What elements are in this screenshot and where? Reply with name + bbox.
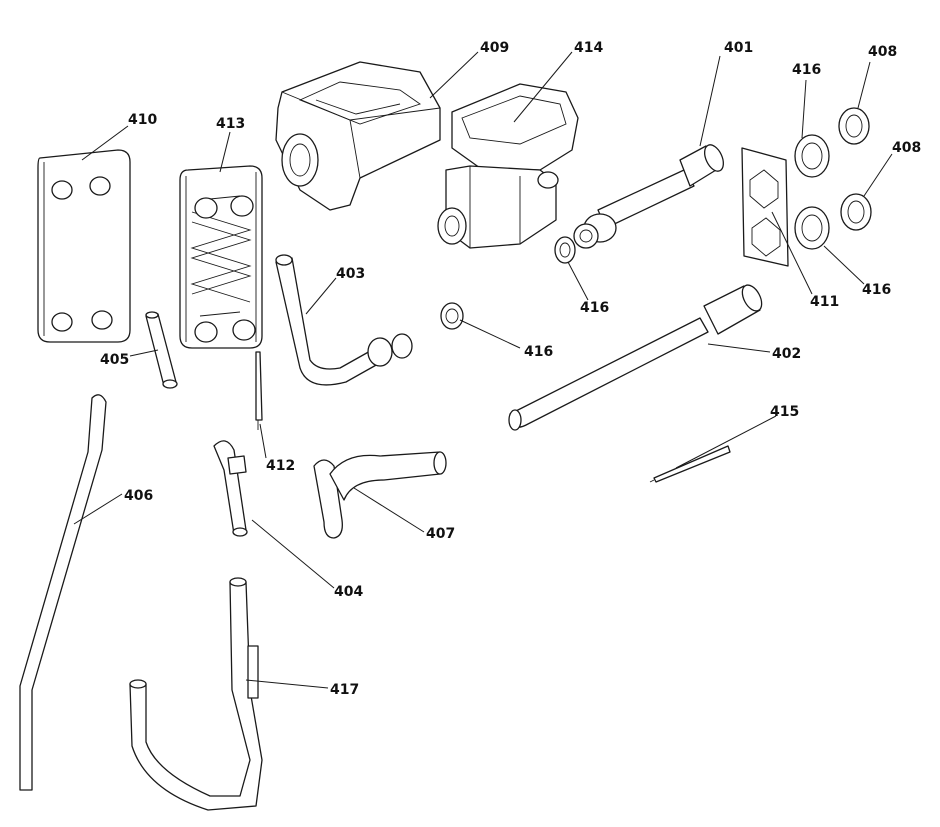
part-401-pipe-with-nut [573,144,725,249]
callout-417: 417 [330,682,359,698]
part-411-gasket-plate [741,147,789,267]
callout-401: 401 [724,40,753,56]
callout-416-right: 416 [862,282,891,298]
part-416-o-rings [440,134,830,330]
part-409-insulation-shell [275,61,441,211]
callout-408-upper: 408 [868,44,897,60]
part-408-fittings [838,107,872,231]
part-403-bent-pipe [275,254,413,386]
part-407-elbow-pipe [313,451,447,539]
part-402-long-pipe [508,284,763,431]
callout-403: 403 [336,266,365,282]
callout-409: 409 [480,40,509,56]
part-405-short-pipe [145,311,178,389]
callout-416-top: 416 [792,62,821,78]
callout-412: 412 [266,458,295,474]
callout-405: 405 [100,352,129,368]
callout-406: 406 [124,488,153,504]
part-417-u-tube [129,577,263,811]
part-413-plate-heat-exchanger [179,165,263,349]
leader-lines [73,51,893,689]
callout-414: 414 [574,40,603,56]
part-404-curved-pipe [213,440,248,537]
part-410-cover-panel [37,149,131,343]
part-412-sensor-rod [255,351,263,430]
part-406-long-tube [19,394,107,791]
callout-402: 402 [772,346,801,362]
callout-411: 411 [810,294,839,310]
callout-410: 410 [128,112,157,128]
callout-413: 413 [216,116,245,132]
callout-416-middle: 416 [524,344,553,360]
part-414-circulator-pump [437,83,579,249]
part-415-probe [649,445,731,483]
callout-407: 407 [426,526,455,542]
callout-416-pump: 416 [580,300,609,316]
callout-408-lower: 408 [892,140,921,156]
callout-labels: 401 402 403 404 405 406 407 408 408 409 … [100,40,921,698]
callout-415: 415 [770,404,799,420]
callout-404: 404 [334,584,363,600]
